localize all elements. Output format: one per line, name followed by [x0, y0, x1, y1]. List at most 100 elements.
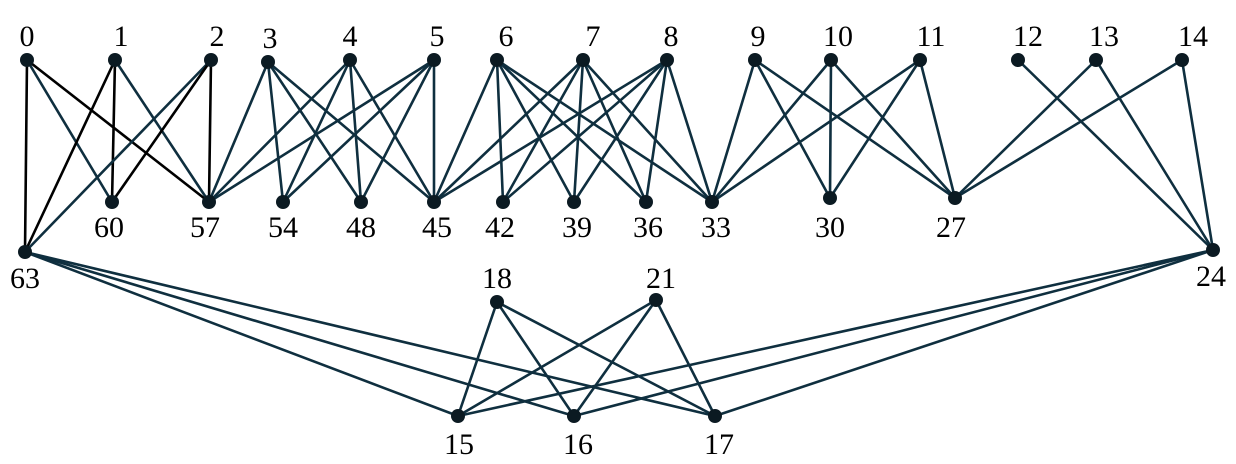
- edge-4-48: [348, 58, 363, 204]
- node-48: [354, 195, 368, 209]
- edge-13-27: [953, 58, 1098, 200]
- edge-18-16: [495, 300, 576, 418]
- node-label-33: 33: [701, 211, 731, 244]
- edge-3-54: [266, 60, 285, 204]
- node-2: [204, 53, 218, 67]
- edge-5-48: [359, 58, 436, 204]
- edge-6-36: [495, 58, 648, 204]
- node-label-57: 57: [190, 211, 220, 244]
- edge-18-17: [495, 300, 717, 418]
- node-21: [649, 293, 663, 307]
- node-16: [567, 409, 581, 423]
- edge-3-57: [207, 60, 270, 204]
- edge-11-27: [918, 58, 957, 200]
- edge-9-27: [753, 58, 957, 200]
- node-5: [427, 53, 441, 67]
- edge-18-15: [456, 300, 499, 418]
- edge-63-16: [23, 250, 576, 418]
- node-24: [1206, 243, 1220, 257]
- edge-6-33: [495, 58, 714, 204]
- node-8: [660, 53, 674, 67]
- edge-10-30: [828, 58, 833, 200]
- node-label-4: 4: [343, 20, 358, 53]
- edge-8-42: [501, 58, 669, 204]
- node-label-15: 15: [444, 428, 474, 461]
- node-label-10: 10: [823, 20, 853, 53]
- node-14: [1175, 53, 1189, 67]
- node-label-5: 5: [430, 20, 445, 53]
- edge-1-63: [23, 58, 117, 254]
- edge-2-57: [207, 58, 213, 204]
- edge-10-27: [829, 58, 957, 200]
- node-3: [261, 55, 275, 69]
- node-label-12: 12: [1013, 20, 1043, 53]
- node-30: [823, 191, 837, 205]
- node-label-21: 21: [646, 262, 676, 295]
- nodes-layer: [18, 53, 1220, 423]
- node-54: [276, 195, 290, 209]
- edge-10-33: [710, 58, 833, 204]
- node-4: [343, 53, 357, 67]
- node-label-63: 63: [10, 262, 40, 295]
- edge-13-24: [1094, 58, 1215, 252]
- edge-9-33: [710, 58, 757, 204]
- node-13: [1089, 53, 1103, 67]
- node-label-39: 39: [562, 211, 592, 244]
- node-label-7: 7: [586, 20, 601, 53]
- edge-7-36: [581, 58, 648, 204]
- node-label-54: 54: [268, 211, 298, 244]
- node-label-1: 1: [114, 20, 129, 53]
- edge-0-57: [25, 58, 211, 204]
- edge-11-30: [828, 58, 922, 200]
- edge-9-30: [753, 58, 832, 200]
- edge-7-42: [501, 58, 585, 204]
- edge-0-60: [25, 58, 114, 204]
- edge-12-24: [1016, 58, 1215, 252]
- edge-4-45: [348, 58, 436, 204]
- node-12: [1011, 53, 1025, 67]
- node-label-11: 11: [917, 20, 946, 53]
- node-label-45: 45: [422, 211, 452, 244]
- edge-24-17: [713, 248, 1215, 418]
- node-label-13: 13: [1089, 20, 1119, 53]
- node-17: [708, 409, 722, 423]
- edge-8-39: [572, 58, 669, 204]
- node-label-0: 0: [20, 20, 35, 53]
- edge-5-54: [281, 58, 436, 204]
- node-33: [705, 195, 719, 209]
- node-60: [105, 195, 119, 209]
- edge-4-54: [281, 58, 352, 204]
- edge-7-45: [432, 58, 585, 204]
- node-6: [490, 53, 504, 67]
- edge-7-39: [572, 58, 585, 204]
- node-18: [490, 295, 504, 309]
- node-57: [202, 195, 216, 209]
- edge-1-60: [110, 58, 117, 204]
- node-label-2: 2: [210, 20, 225, 53]
- node-label-24: 24: [1196, 260, 1226, 293]
- edge-4-57: [207, 58, 352, 204]
- edge-24-15: [456, 248, 1215, 418]
- edge-6-39: [495, 58, 576, 204]
- node-label-9: 9: [751, 20, 766, 53]
- node-label-6: 6: [499, 20, 514, 53]
- edges-layer: [23, 58, 1215, 418]
- node-63: [18, 245, 32, 259]
- edge-63-15: [23, 250, 460, 418]
- node-10: [824, 53, 838, 67]
- node-label-3: 3: [263, 22, 278, 55]
- node-1: [108, 53, 122, 67]
- edge-2-63: [23, 58, 213, 254]
- node-label-27: 27: [936, 211, 966, 244]
- node-45: [427, 195, 441, 209]
- node-39: [567, 195, 581, 209]
- node-27: [948, 191, 962, 205]
- node-9: [748, 53, 762, 67]
- node-label-60: 60: [94, 211, 124, 244]
- node-label-36: 36: [633, 211, 663, 244]
- node-label-48: 48: [346, 211, 376, 244]
- edge-6-42: [495, 58, 505, 204]
- edge-3-48: [266, 60, 363, 204]
- node-0: [20, 53, 34, 67]
